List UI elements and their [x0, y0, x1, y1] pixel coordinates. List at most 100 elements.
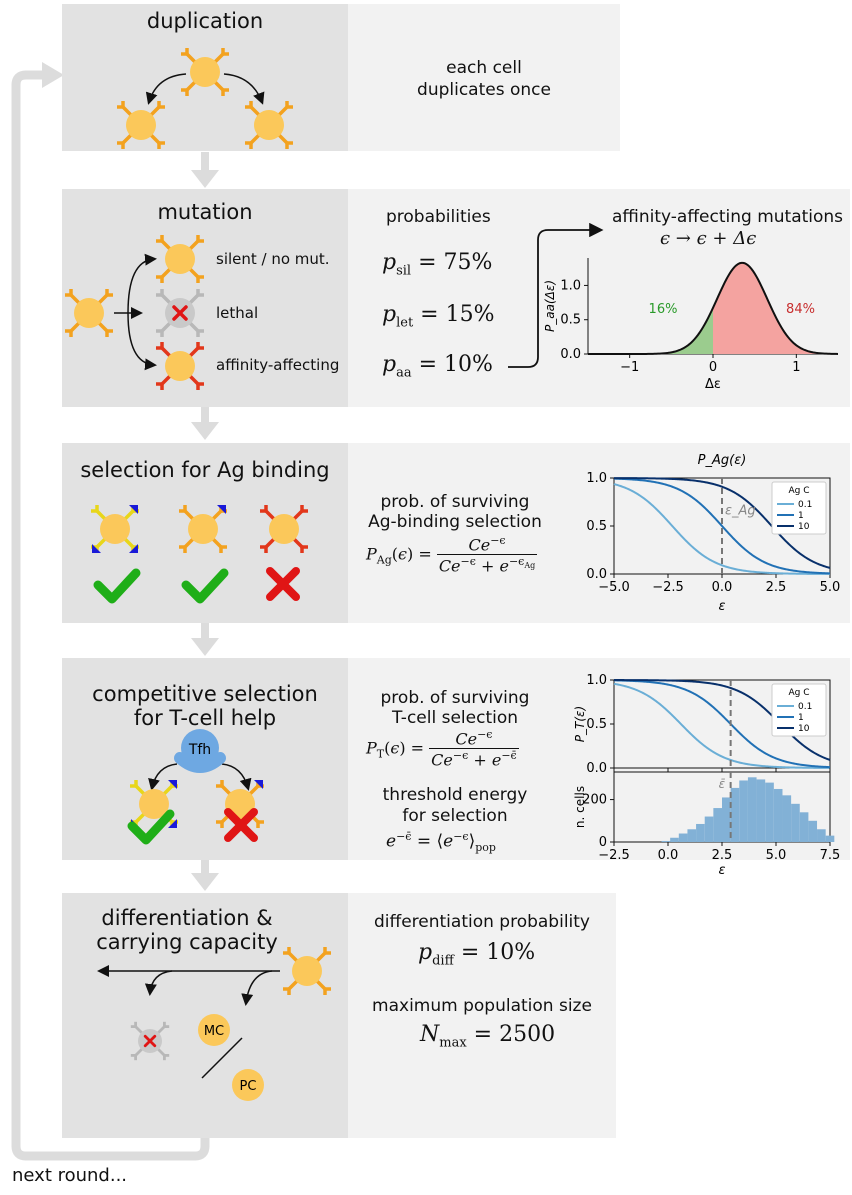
aa-title: affinity-affecting mutations	[612, 207, 844, 227]
y-tick-label: 0.0	[586, 567, 607, 582]
y-axis-label: n. cells	[573, 786, 587, 828]
histogram-bar	[747, 777, 757, 842]
pc-label: PC	[240, 1079, 257, 1094]
series-line-0.1	[613, 483, 831, 575]
threshold-label: ε̄	[719, 777, 726, 791]
b-cell	[179, 505, 227, 553]
annotation-positive: 84%	[786, 302, 815, 317]
distribution-curve	[588, 261, 839, 355]
threshold-2: for selection	[402, 806, 508, 826]
threshold-1: threshold energy	[382, 785, 528, 805]
annotation-negative: 16%	[649, 302, 678, 317]
label-affinity: affinity-affecting	[216, 356, 340, 374]
x-axis-label: ε	[718, 863, 725, 878]
next-round: next round...	[12, 1165, 128, 1186]
y-tick-label: 0.5	[586, 519, 607, 534]
selection-title: selection for Ag binding	[80, 458, 330, 482]
x-tick-label: 2.5	[766, 580, 787, 595]
histogram-bar	[696, 823, 705, 842]
differentiation-right	[348, 893, 616, 1138]
chart-title: P_Ag(ε)	[698, 453, 747, 468]
threshold-formula: e−ϵ̄ = ⟨e−ϵ⟩pop	[386, 830, 496, 855]
tfh-label: Tfh	[188, 742, 211, 758]
competitive-desc-2: T-cell selection	[391, 708, 519, 728]
x-tick-label: 0.0	[712, 580, 733, 595]
b-cell	[65, 289, 113, 337]
duplication-illustration	[117, 48, 293, 149]
histogram-bar	[687, 829, 697, 842]
cross-icon	[143, 1034, 157, 1048]
legend-entry: 10	[798, 724, 810, 734]
histogram-bar	[799, 812, 809, 842]
mutation-left	[62, 189, 348, 407]
b-cell	[156, 342, 204, 390]
x-tick-label: 1	[792, 360, 800, 375]
b-cell	[117, 101, 165, 149]
x-tick-label: 5.0	[820, 580, 841, 595]
histogram-bar	[704, 816, 714, 842]
area-negative	[588, 307, 713, 354]
selection-illustration	[91, 505, 308, 604]
selection-desc-2: Ag-binding selection	[368, 512, 542, 532]
label-silent: silent / no mut.	[216, 250, 330, 268]
y-tick-label: 1.0	[586, 673, 607, 688]
x-tick-label: −5.0	[598, 580, 630, 595]
histogram-bar	[661, 840, 671, 842]
x-tick-label: 0	[709, 360, 717, 375]
x-tick-label: 0.0	[658, 848, 679, 863]
x-tick-label: 2.5	[712, 848, 733, 863]
duplication-title: duplication	[146, 9, 264, 33]
series-line-10	[613, 679, 831, 761]
legend-entry: 0.1	[798, 500, 812, 510]
histogram-bar	[825, 835, 835, 842]
selection-desc-1: prob. of surviving	[380, 492, 530, 512]
y-axis-label: P_aa(Δε)	[543, 280, 557, 332]
histogram-bar	[678, 833, 688, 842]
check-icon	[181, 568, 229, 604]
differentiation-title-1: differentiation &	[101, 906, 273, 930]
b-cell	[260, 505, 308, 553]
x-tick-label: −2.5	[598, 848, 630, 863]
diff-desc-1: differentiation probability	[373, 912, 590, 932]
aa-arrow	[508, 222, 604, 368]
x-axis-label: Δε	[705, 377, 721, 392]
legend-title: Ag C	[788, 688, 809, 698]
y-tick-label: 0.0	[560, 347, 581, 362]
competitive-title-2: for T-cell help	[133, 706, 277, 730]
legend-entry: 1	[798, 713, 804, 723]
axes: 0.00.51.0	[586, 673, 831, 776]
cross-icon	[172, 305, 188, 321]
b-cell	[130, 780, 178, 828]
histogram-bar	[713, 808, 722, 842]
area-positive	[713, 262, 838, 354]
label-lethal: lethal	[216, 304, 259, 322]
n-max: Nmax = 2500	[420, 1022, 556, 1051]
histogram-bar	[765, 782, 774, 842]
y-tick-label: 0.0	[586, 761, 607, 776]
histogram-bar	[670, 837, 679, 842]
p-diff: pdiff = 10%	[418, 940, 536, 969]
competitive-illustration: Tfh	[127, 729, 264, 845]
y-tick-label: 0.5	[560, 313, 581, 328]
competitive-desc-1: prob. of surviving	[380, 688, 530, 708]
pc-cell	[232, 1069, 264, 1101]
mutation-title: mutation	[157, 200, 253, 224]
histogram-bar	[722, 797, 731, 842]
p-aa: paa = 10%	[382, 352, 493, 381]
x-axis-label: ε	[718, 599, 725, 614]
differentiation-left	[62, 893, 348, 1138]
x-tick-label: 7.5	[820, 848, 841, 863]
p-t-formula: PT(ϵ) = Ce−ϵ Ce−ϵ + e−ϵ̄	[366, 728, 519, 770]
x-tick-label: −2.5	[652, 580, 684, 595]
y-tick-label: 1.0	[560, 278, 581, 293]
histogram-bar	[817, 829, 826, 842]
mc-label: MC	[204, 1024, 224, 1039]
